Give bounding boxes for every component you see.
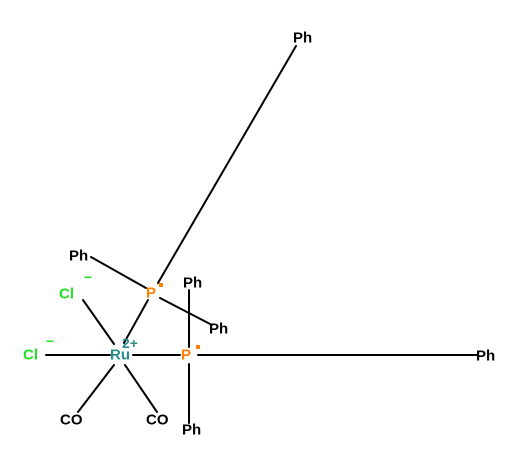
chloride-charge: −	[46, 333, 54, 349]
phenyl-label: Ph	[69, 248, 88, 265]
bond-ru-co-right	[124, 364, 158, 413]
bond-p1-ru	[123, 299, 149, 344]
bond-p1-ph-left	[90, 256, 147, 289]
carbonyl-label: CO	[146, 412, 169, 429]
chlorine-atom: Cl	[23, 347, 38, 364]
phenyl-label: Ph	[476, 348, 495, 365]
bond-ru-cl-upper	[82, 299, 115, 345]
bond-p1-ph-right	[159, 297, 213, 326]
radical-dot	[159, 283, 163, 287]
atom-labels: Ph Ph Ph Ph Ph Ph P P Ru 2+ Cl − Cl − CO…	[23, 30, 495, 439]
phenyl-label: Ph	[209, 321, 228, 338]
bond-ru-co-left	[77, 364, 115, 413]
phenyl-label: Ph	[183, 275, 202, 292]
phenyl-label: Ph	[182, 422, 201, 439]
ruthenium-charge: 2+	[122, 335, 138, 351]
chlorine-atom: Cl	[59, 286, 74, 303]
chloride-charge: −	[84, 269, 92, 285]
carbonyl-label: CO	[60, 412, 83, 429]
phosphorus-atom: P	[146, 285, 156, 302]
ruthenium-atom: Ru	[110, 347, 130, 364]
phenyl-label: Ph	[293, 30, 312, 47]
bond-p1-ph-top	[157, 45, 297, 284]
phosphorus-atom: P	[181, 347, 191, 364]
bonds	[45, 45, 479, 424]
radical-dot	[196, 345, 200, 349]
